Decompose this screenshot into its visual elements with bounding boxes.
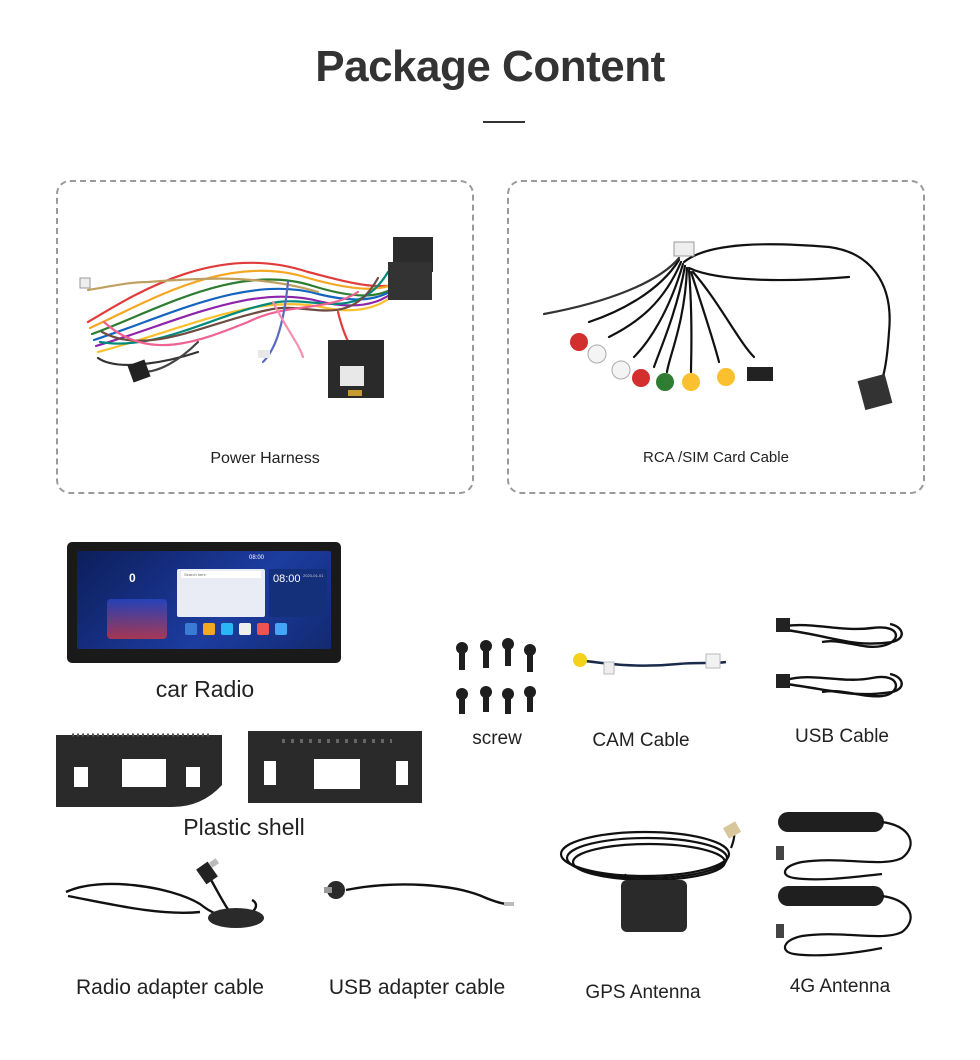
rca-sim-card: RCA /SIM Card Cable	[507, 180, 925, 494]
screw-icon	[480, 686, 492, 712]
screw-icon	[502, 688, 514, 714]
app-icon-6[interactable]	[275, 623, 287, 635]
radio-clock: 08:00	[273, 573, 301, 585]
car-radio-image: 08:00 0 Search here 08:00 2023-01-01	[67, 542, 341, 663]
usb-cable-label: USB Cable	[795, 726, 889, 747]
cam-cable-image	[573, 653, 727, 675]
plastic-shell-image	[56, 731, 422, 807]
radio-search-panel: Search here	[177, 569, 265, 617]
screw-icon	[456, 642, 468, 670]
page-title: Package Content	[315, 42, 665, 91]
app-icon-4[interactable]	[239, 623, 251, 635]
screw-icon	[456, 688, 468, 714]
cam-cable-label: CAM Cable	[592, 730, 690, 751]
plastic-shell-label: Plastic shell	[183, 814, 305, 840]
gps-antenna-label: GPS Antenna	[585, 982, 701, 1003]
4g-antenna-image	[776, 812, 912, 957]
screw-icon	[480, 640, 492, 668]
screw-icon	[524, 644, 536, 672]
gps-antenna-image	[559, 821, 742, 932]
power-harness-image	[79, 237, 433, 398]
radio-date: 2023-01-01	[303, 573, 324, 578]
radio-adapter-cable-label: Radio adapter cable	[76, 976, 264, 999]
app-icon-1[interactable]	[185, 623, 197, 635]
rca-sim-cable-image	[542, 241, 893, 411]
radio-status-time: 08:00	[249, 555, 265, 561]
radio-road-visual	[107, 599, 167, 639]
radio-clock-panel: 08:00 2023-01-01	[269, 569, 327, 617]
app-icon-5[interactable]	[257, 623, 269, 635]
radio-search-input[interactable]: Search here	[181, 571, 261, 578]
radio-adapter-cable-image	[65, 858, 264, 928]
title-underline	[483, 121, 525, 123]
screw-label: screw	[472, 728, 522, 749]
radio-screen: 08:00 0 Search here 08:00 2023-01-01	[77, 551, 331, 649]
app-icon-2[interactable]	[203, 623, 215, 635]
radio-app-dock	[185, 623, 305, 639]
app-icon-3[interactable]	[221, 623, 233, 635]
4g-antenna-label: 4G Antenna	[789, 976, 891, 997]
radio-speed: 0	[129, 571, 136, 585]
screw-icon	[524, 686, 536, 712]
screw-icon	[502, 638, 514, 666]
screws-image	[456, 638, 536, 714]
power-harness-card: Power Harness	[56, 180, 474, 494]
usb-adapter-cable-label: USB adapter cable	[328, 976, 506, 999]
rca-sim-cable-label: RCA /SIM Card Cable	[643, 449, 789, 466]
usb-adapter-cable-image	[324, 881, 514, 906]
car-radio-label: car Radio	[155, 676, 255, 702]
usb-cable-image	[776, 618, 903, 698]
power-harness-label: Power Harness	[210, 450, 320, 467]
